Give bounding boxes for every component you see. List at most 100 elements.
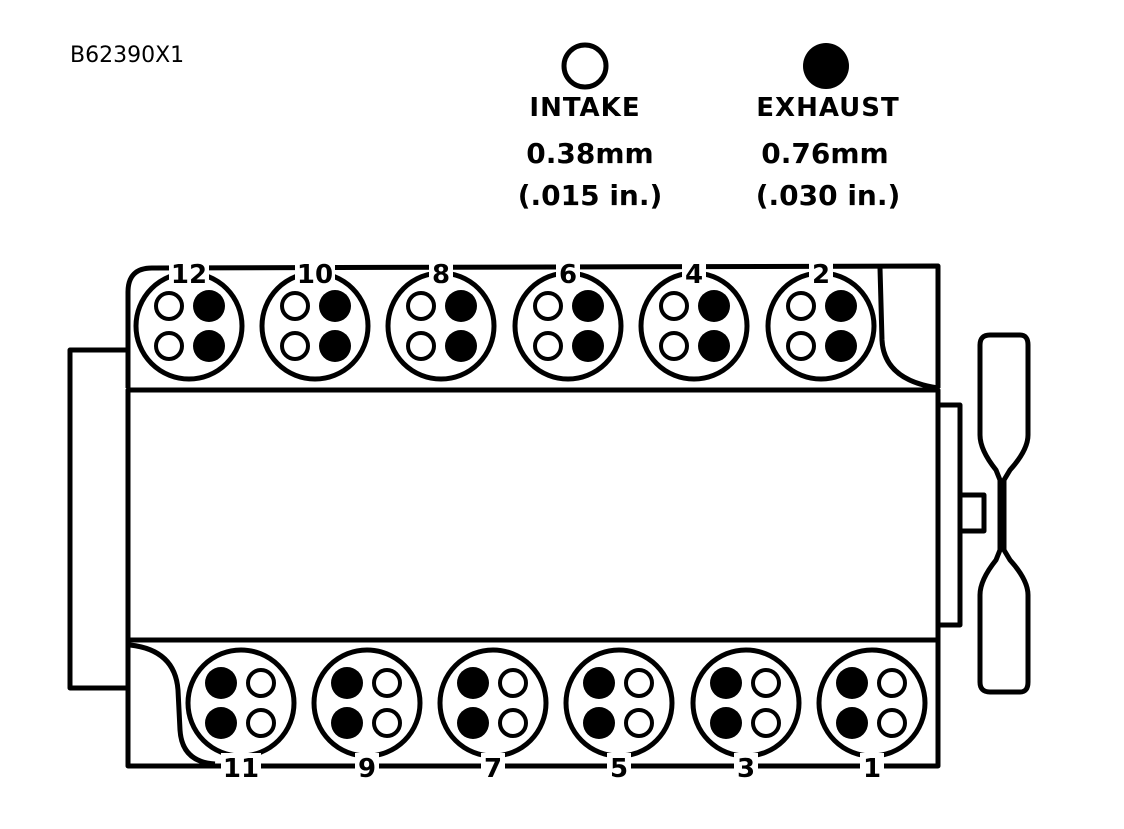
intake-valve-icon [624,668,654,698]
fan-hub [957,492,987,534]
exhaust-valve-icon [445,290,477,322]
exhaust-valve-icon [193,330,225,362]
cylinder-number-backing [860,753,884,783]
intake-valve-icon [372,708,402,738]
intake-valve-icon [624,708,654,738]
cylinder-9: 9 [311,647,423,784]
exhaust-valve-icon [698,330,730,362]
exhaust-valve-icon [583,667,615,699]
intake-valve-icon [533,291,563,321]
cylinder-number: 11 [223,754,259,784]
cylinder-number-backing [295,259,335,289]
cylinder-1: 1 [816,647,928,784]
cylinder-7: 7 [437,647,549,784]
exhaust-valve-icon [205,707,237,739]
exhaust-valve-icon [319,290,351,322]
exhaust-label: EXHAUST [756,93,899,123]
cylinder-number-backing [481,753,505,783]
intake-valve-icon [498,668,528,698]
legend-intake: INTAKE 0.38mm (.015 in.) [518,42,663,212]
cylinder-number: 12 [171,260,207,290]
exhaust-valve-icon [710,667,742,699]
legend-exhaust: EXHAUST 0.76mm (.030 in.) [756,43,901,212]
cylinder-bore [311,647,423,759]
exhaust-valve-icon [445,330,477,362]
exhaust-valve-icon [836,667,868,699]
center-block [125,387,941,643]
intake-imperial: (.015 in.) [518,179,663,212]
cylinder-number-backing [429,259,453,289]
intake-valve-icon [498,708,528,738]
cylinder-4: 4 [638,259,750,382]
top-head-corner [877,267,939,391]
exhaust-valve-icon [698,290,730,322]
exhaust-valve-icon [457,707,489,739]
intake-valve-icon [786,291,816,321]
exhaust-metric: 0.76mm [761,137,888,170]
intake-valve-icon [246,708,276,738]
exhaust-imperial: (.030 in.) [756,179,901,212]
intake-valve-icon [751,708,781,738]
intake-valve-icon [533,331,563,361]
cylinder-number: 10 [297,260,333,290]
bottom-head-outline [125,640,941,769]
cylinder-number-backing [169,259,209,289]
exhaust-valve-icon [825,330,857,362]
cylinder-number-backing [734,753,758,783]
cylinder-11: 11 [185,647,297,784]
exhaust-valve-icon [457,667,489,699]
cylinder-number-backing [682,259,706,289]
intake-valve-icon [280,331,310,361]
exhaust-valve-icon [193,290,225,322]
cylinder-10: 10 [259,259,371,382]
intake-valve-icon [659,291,689,321]
rear-flange [67,347,128,691]
cylinder-8: 8 [385,259,497,382]
exhaust-valve-icon [572,290,604,322]
intake-valve-icon [372,668,402,698]
cylinder-bore [816,647,928,759]
cylinder-bore [690,647,802,759]
exhaust-valve-icon [836,707,868,739]
cylinder-12: 12 [133,259,245,382]
intake-valve-icon [659,331,689,361]
cylinder-number: 1 [863,754,881,784]
intake-valve-icon [751,668,781,698]
intake-valve-icon [786,331,816,361]
intake-valve-icon [154,291,184,321]
cylinder-number: 8 [432,260,450,290]
legend: INTAKE 0.38mm (.015 in.) EXHAUST 0.76mm … [518,42,901,212]
intake-valve-icon [877,668,907,698]
figure-code: B62390X1 [70,43,184,68]
exhaust-valve-icon [583,707,615,739]
cylinder-number: 5 [610,754,628,784]
exhaust-valve-icon [331,707,363,739]
exhaust-valve-icon [205,667,237,699]
intake-valve-icon [154,331,184,361]
top-head-outline [125,263,941,388]
front-cover [935,402,963,628]
intake-metric: 0.38mm [526,137,653,170]
intake-label: INTAKE [529,93,640,123]
cylinder-number-backing [809,259,833,289]
exhaust-valve-icon [825,290,857,322]
bottom-bank: 11 9 7 5 3 1 [185,647,928,784]
exhaust-symbol-icon [803,43,849,89]
cylinder-number: 9 [358,754,376,784]
cylinder-bore [185,647,297,759]
exhaust-valve-icon [572,330,604,362]
intake-valve-icon [406,331,436,361]
cylinder-bore [437,647,549,759]
exhaust-valve-icon [319,330,351,362]
cylinder-number-backing [221,753,261,783]
cylinder-number-backing [355,753,379,783]
cylinder-number-backing [556,259,580,289]
bottom-head-corner [129,642,216,767]
cylinder-number: 4 [685,260,703,290]
intake-valve-icon [246,668,276,698]
cylinder-6: 6 [512,259,624,382]
exhaust-valve-icon [331,667,363,699]
cylinder-3: 3 [690,647,802,784]
